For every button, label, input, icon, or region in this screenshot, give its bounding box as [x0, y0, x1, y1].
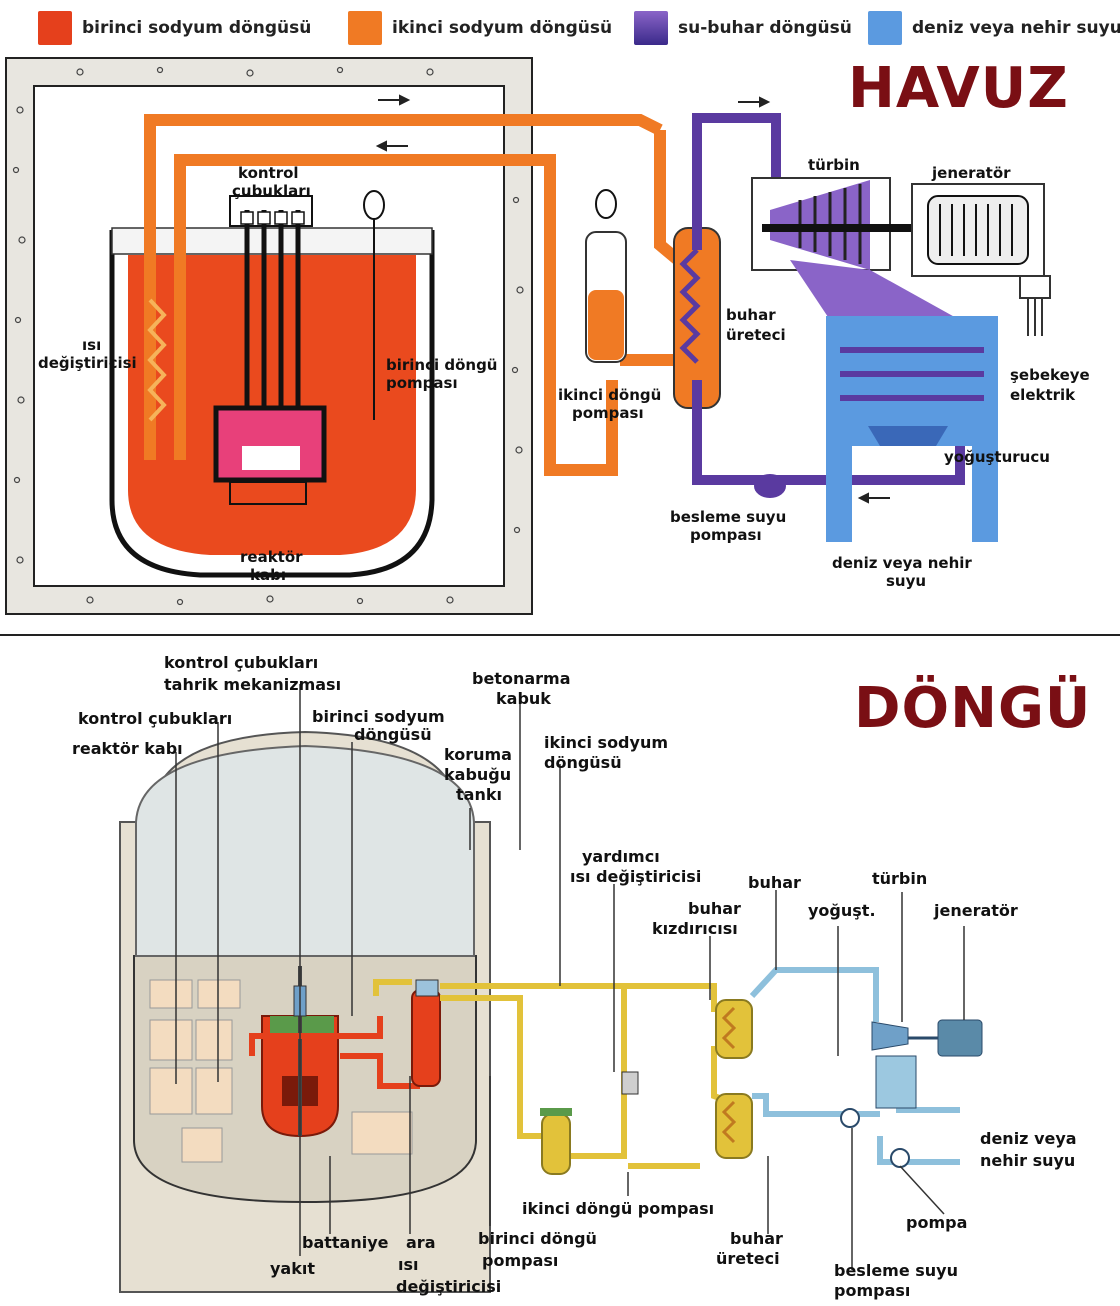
label-yardimci2: ısı değiştiricisi: [570, 867, 701, 886]
label-tahrik1: kontrol çubukları: [164, 653, 318, 672]
label-buhar: buhar: [726, 306, 776, 324]
label-betonarme1: betonarma: [472, 669, 571, 688]
legend-swatch: [38, 11, 72, 45]
leader-lines: [175, 684, 965, 1270]
label-jenerator: jeneratör: [933, 901, 1018, 920]
flow-arrows: [375, 94, 890, 504]
label-koruma1: koruma: [444, 745, 512, 764]
legend-swatch: [348, 11, 382, 45]
label-betonarme2: kabuk: [496, 689, 551, 708]
label-kizdirici2: kızdırıcısı: [652, 919, 738, 938]
label-suyu: suyu: [886, 572, 926, 590]
intermediate-hx: [411, 979, 441, 1087]
label-ikinci-pompasi: pompası: [572, 404, 644, 422]
legend-item-sea-water: deniz veya nehir suyu: [868, 10, 1120, 46]
label-ikinci-sodyum1: ikinci sodyum: [544, 733, 668, 752]
pool-diagram: kontrol çubukları ısı değiştiricisi biri…: [5, 57, 1090, 615]
label-yogusturucu: yoğuşturucu: [944, 448, 1050, 466]
label-degistiricisi: değiştiricisi: [38, 354, 137, 372]
generator: [911, 183, 1051, 336]
label-turbin: türbin: [808, 156, 860, 174]
label-kontrol: kontrol: [238, 164, 299, 182]
primary-sodium-piping: [249, 1016, 420, 1089]
label-buhar-ureteci1: buhar: [730, 1229, 783, 1248]
label-buhar: buhar: [748, 873, 801, 892]
label-ara3: değiştiricisi: [396, 1277, 501, 1296]
label-kizdirici1: buhar: [688, 899, 741, 918]
section-divider: [0, 634, 1120, 636]
label-buhar-ureteci2: üreteci: [716, 1249, 780, 1268]
reactor-vessel: [109, 227, 435, 578]
label-isi: ısı: [82, 336, 101, 354]
label-koruma3: tankı: [456, 785, 502, 804]
label-birinci-dongu: birinci döngü: [386, 356, 498, 374]
turbine: [751, 177, 1026, 320]
control-rods: [229, 195, 313, 410]
label-kontrol-cubuklari: kontrol çubukları: [78, 709, 232, 728]
label-ara2: ısı: [398, 1255, 419, 1274]
condenser: [826, 316, 998, 542]
steam-piping: [749, 967, 960, 1165]
label-sebekeye: şebekeye: [1010, 366, 1090, 384]
label-reaktor: reaktör: [240, 548, 303, 566]
loop-diagram: kontrol çubukları tahrik mekanizması kon…: [72, 653, 1077, 1300]
legend-swatch: [868, 11, 902, 45]
secondary-pump: [585, 189, 627, 363]
superheater: [715, 999, 753, 1059]
generator: [908, 1019, 983, 1057]
label-yogust: yoğuşt.: [808, 901, 876, 920]
turbine: [871, 1021, 917, 1109]
label-deniz-nehir: deniz veya nehir: [832, 554, 972, 572]
label-besleme2: pompası: [834, 1281, 910, 1300]
label-turbin: türbin: [872, 869, 927, 888]
label-birinci-sodyum2: döngüsü: [354, 725, 432, 744]
legend-label: su-buhar döngüsü: [678, 18, 852, 38]
label-yakit: yakıt: [270, 1259, 315, 1278]
steam-generator: [715, 1093, 753, 1159]
label-reaktor-kabi: reaktör kabı: [72, 739, 183, 758]
feedwater-pump: [754, 474, 786, 498]
legend: birinci sodyum döngüsü ikinci sodyum dön…: [0, 4, 1120, 48]
label-deniz2: nehir suyu: [980, 1151, 1075, 1170]
label-besleme-pompasi: pompası: [690, 526, 762, 544]
top-title: HAVUZ: [848, 56, 1069, 121]
label-ikinci-pompa: ikinci döngü pompası: [522, 1199, 714, 1218]
legend-item-primary-sodium: birinci sodyum döngüsü: [38, 10, 311, 46]
label-pompa: pompa: [906, 1213, 967, 1232]
label-birinci-sodyum1: birinci sodyum: [312, 707, 445, 726]
label-besleme1: besleme suyu: [834, 1261, 958, 1280]
bottom-title: DÖNGÜ: [854, 676, 1092, 741]
label-birinci-pompa2: pompası: [482, 1251, 558, 1270]
cooling-pump-icon: [890, 1148, 910, 1168]
label-besleme-suyu: besleme suyu: [670, 508, 786, 526]
label-yardimci1: yardımcı: [582, 847, 660, 866]
secondary-pump: [540, 1108, 572, 1175]
auxiliary-hx: [621, 1071, 639, 1095]
label-ureteci: üreteci: [726, 326, 786, 344]
label-kabi: kabı: [250, 566, 286, 584]
legend-label: ikinci sodyum döngüsü: [392, 18, 613, 38]
label-ikinci-dongu: ikinci döngü: [558, 386, 661, 404]
label-tahrik2: tahrik mekanizması: [164, 675, 341, 694]
legend-item-water-steam: su-buhar döngüsü: [634, 10, 852, 46]
label-elektrik: elektrik: [1010, 386, 1076, 404]
label-koruma2: kabuğu: [444, 765, 511, 784]
intermediate-heat-exchanger: [144, 114, 663, 460]
legend-label: birinci sodyum döngüsü: [82, 18, 312, 38]
label-battaniye: battaniye: [302, 1233, 389, 1252]
label-deniz1: deniz veya: [980, 1129, 1077, 1148]
legend-swatch: [634, 11, 668, 45]
primary-pump: [363, 190, 385, 420]
label-ikinci-sodyum2: döngüsü: [544, 753, 622, 772]
label-ara1: ara: [406, 1233, 435, 1252]
label-cubuklari: çubukları: [232, 182, 311, 200]
legend-label: deniz veya nehir suyu: [912, 18, 1120, 38]
label-jenerator: jeneratör: [931, 164, 1011, 182]
label-birinci-pompasi: pompası: [386, 374, 458, 392]
legend-item-secondary-sodium: ikinci sodyum döngüsü: [348, 10, 612, 46]
label-birinci-pompa1: birinci döngü: [478, 1229, 597, 1248]
feedwater-pump-icon: [840, 1108, 860, 1128]
